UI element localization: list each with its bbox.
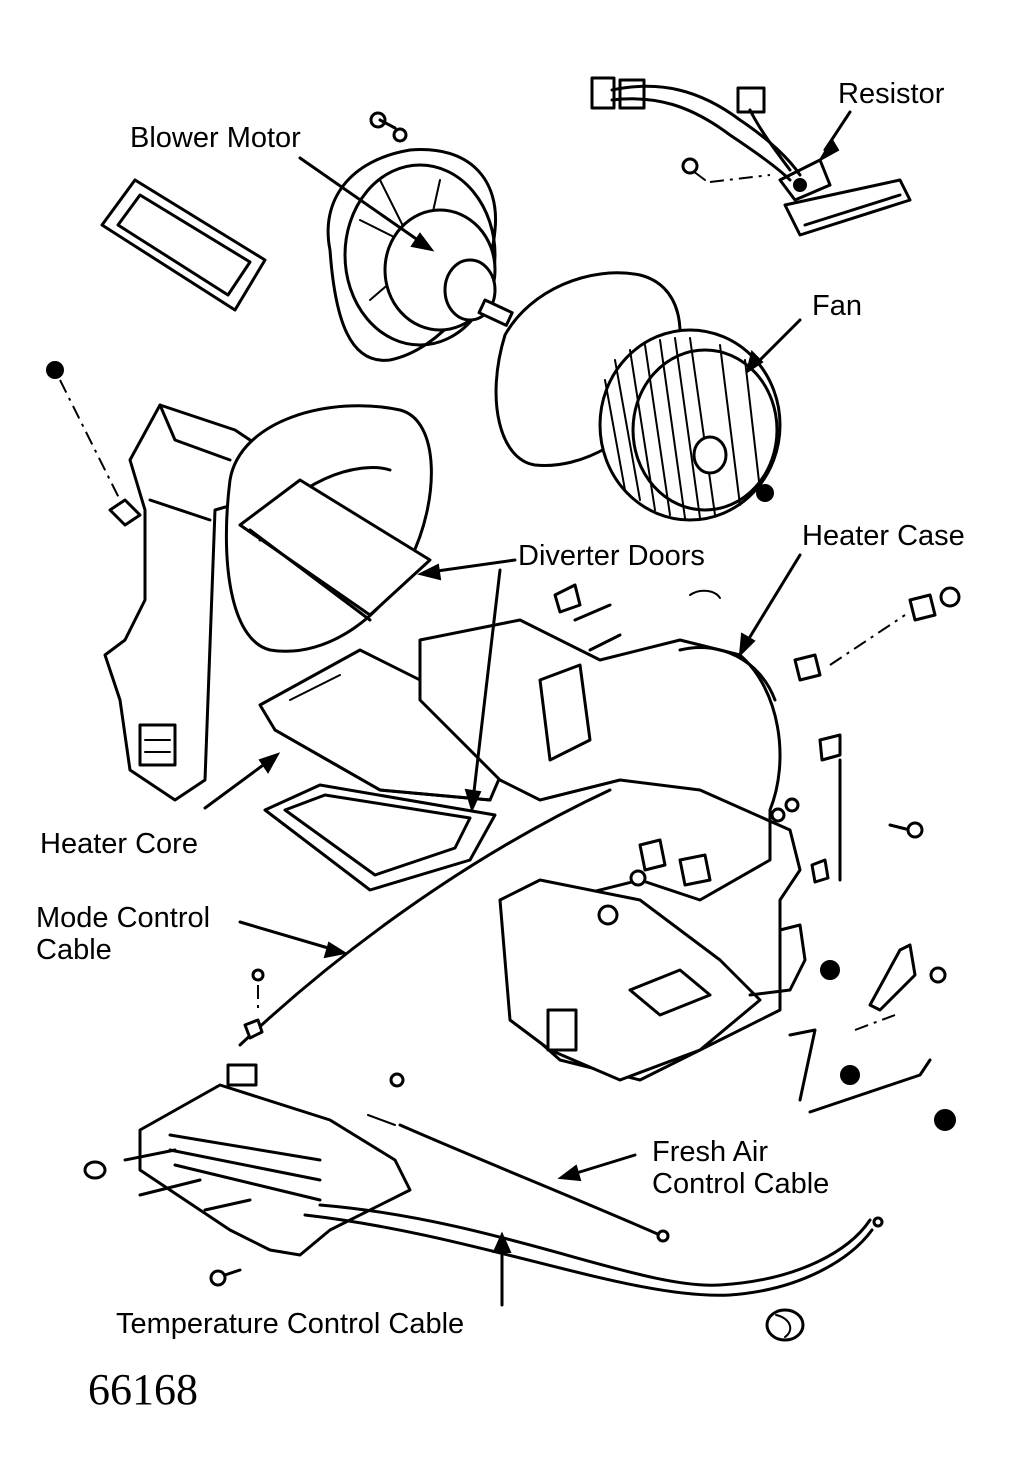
diverter-doors-label: Diverter Doors xyxy=(518,540,705,572)
blower-motor-part xyxy=(326,111,514,362)
mode-control-cable-label: Mode Control Cable xyxy=(36,902,211,967)
control-head-part xyxy=(83,968,412,1287)
temperature-control-cable-label: Temperature Control Cable xyxy=(116,1308,465,1340)
right-hardware xyxy=(748,586,961,1131)
fan-label: Fan xyxy=(812,290,862,322)
blower-motor-label: Blower Motor xyxy=(130,122,301,154)
fan-part xyxy=(494,271,782,522)
heater-core-label: Heater Core xyxy=(40,828,198,860)
figure-number: 66168 xyxy=(88,1365,198,1414)
gasket-part xyxy=(100,178,267,312)
fresh-air-control-cable-label: Fresh Air Control Cable xyxy=(652,1136,830,1201)
heater-case-label: Heater Case xyxy=(802,520,965,552)
heater-case-part xyxy=(418,583,802,1082)
leader-arrows xyxy=(203,110,852,1307)
resistor-part xyxy=(590,76,912,237)
diverter-door-part xyxy=(238,478,432,622)
cables xyxy=(238,788,884,1342)
heater-core-part xyxy=(258,648,522,892)
resistor-label: Resistor xyxy=(838,78,945,110)
